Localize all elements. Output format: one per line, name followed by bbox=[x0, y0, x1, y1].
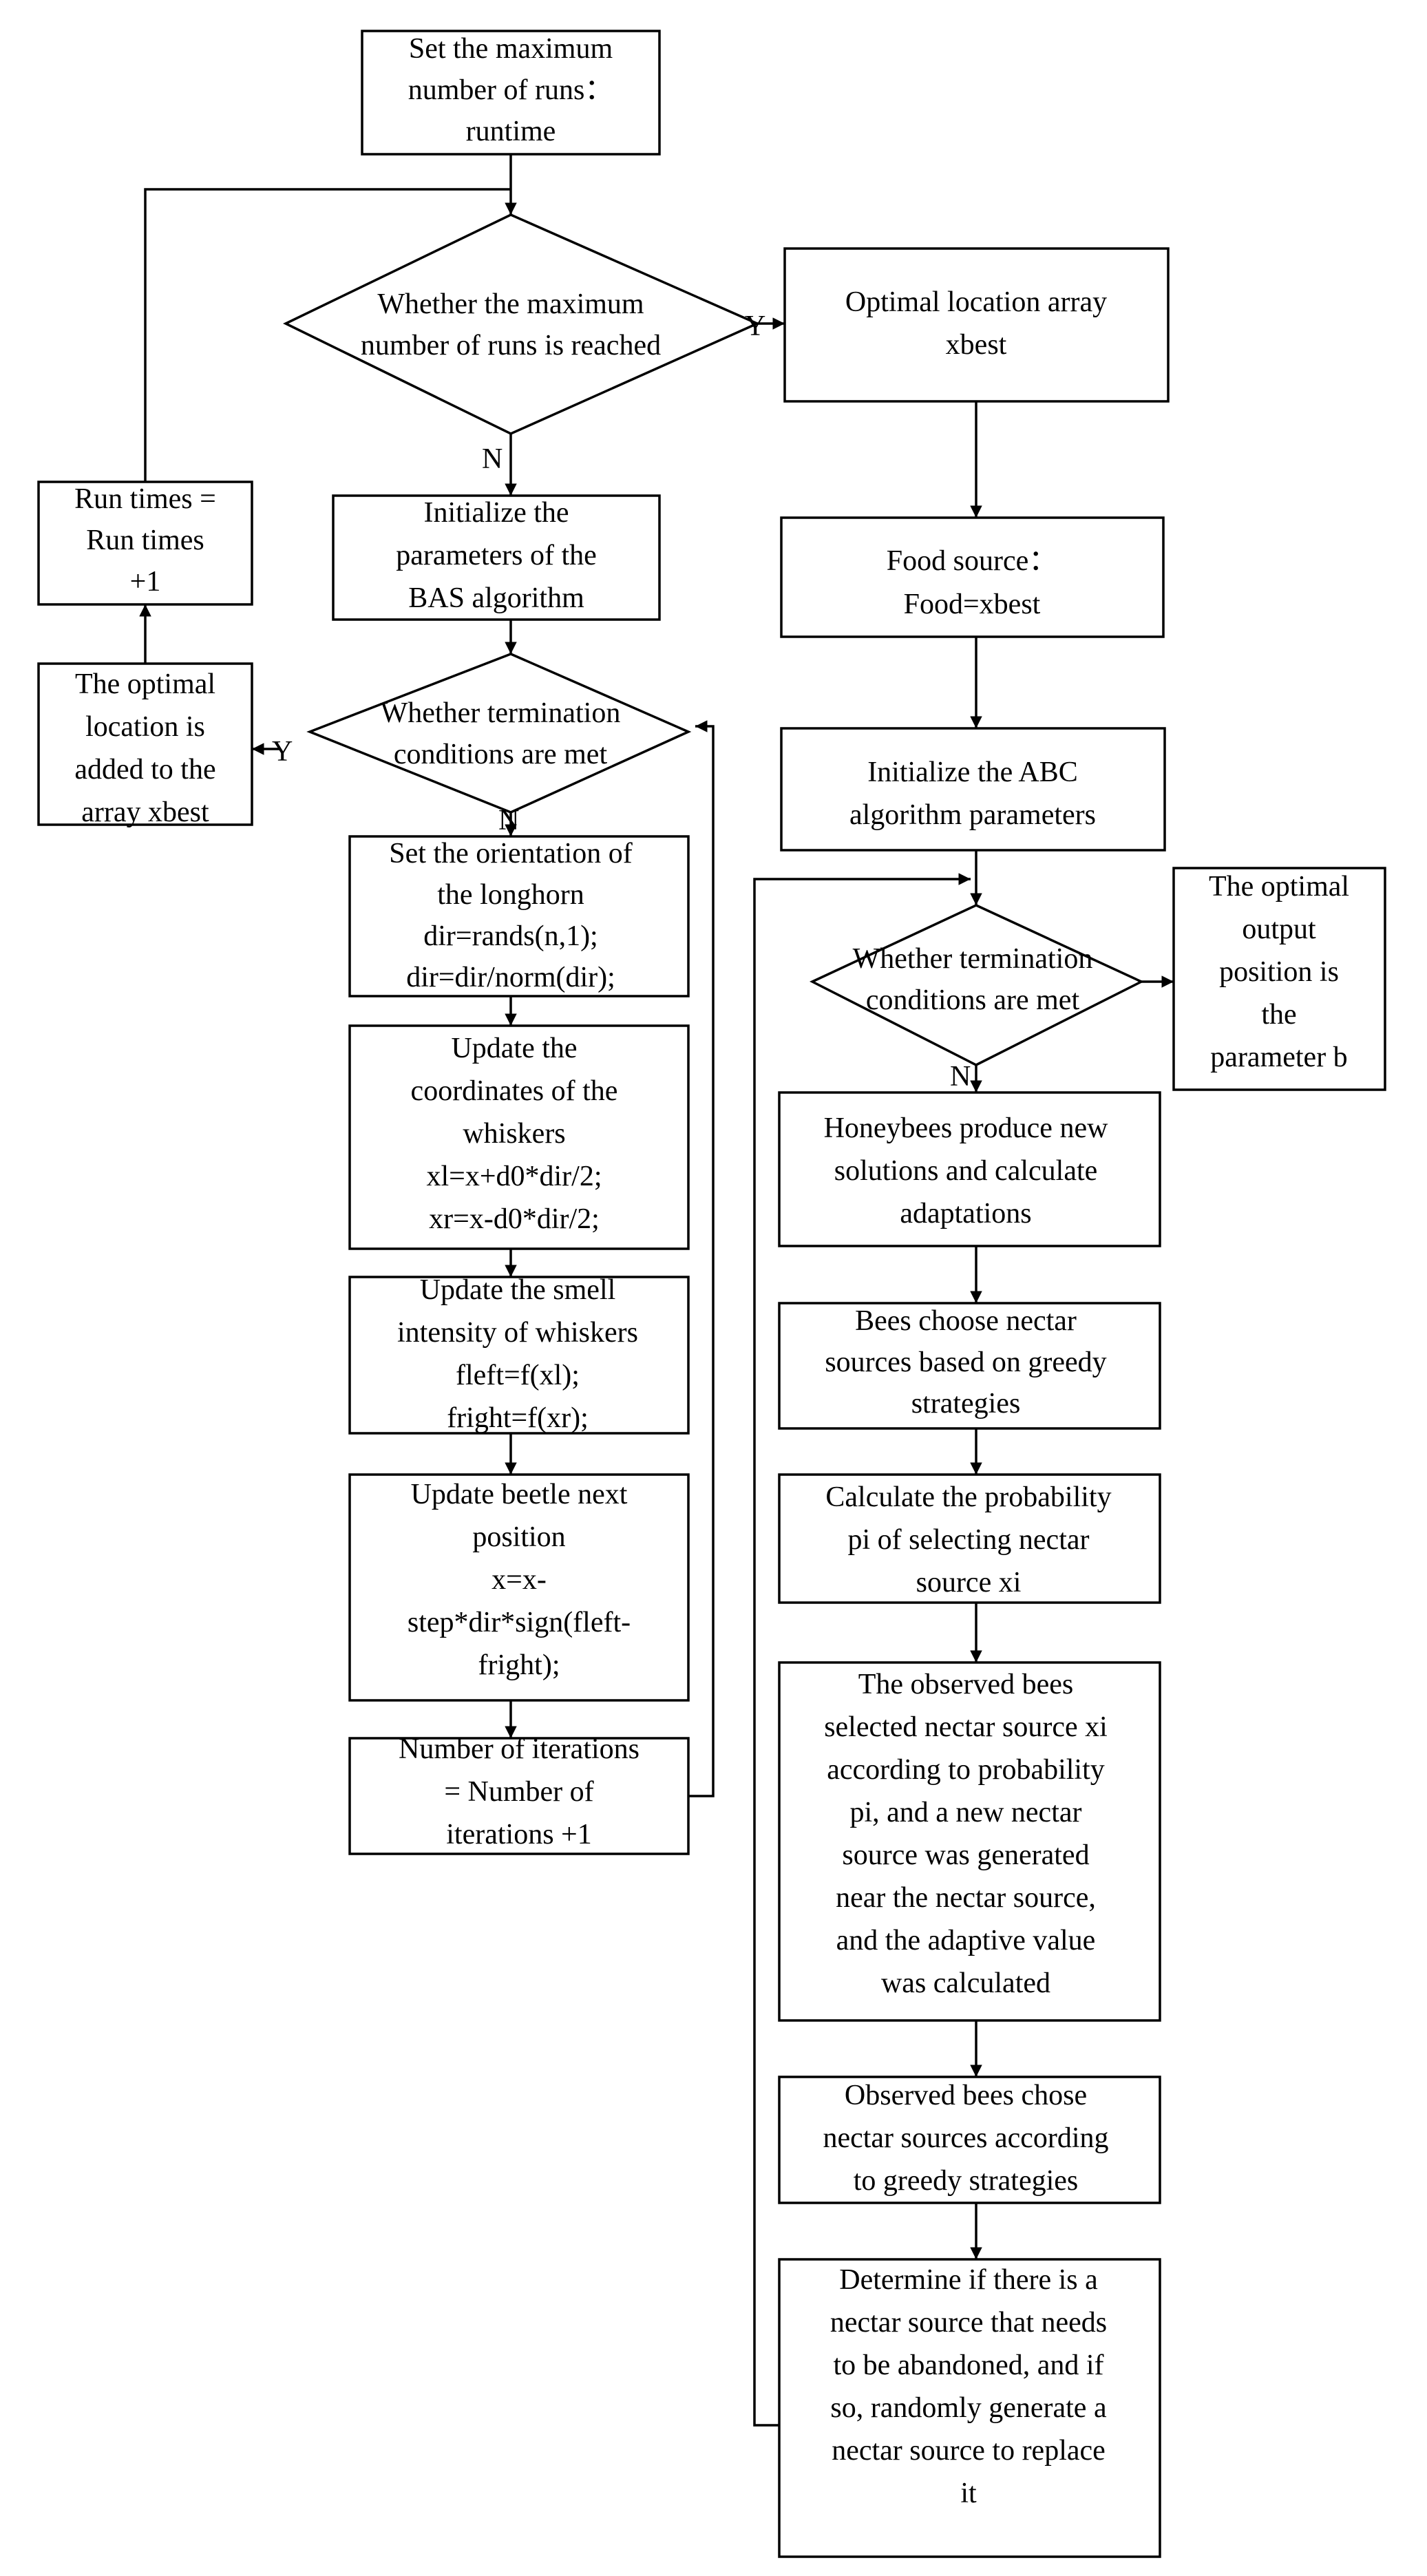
node-run-times bbox=[37, 481, 253, 606]
shapes bbox=[37, 30, 1386, 2558]
node-observed-selected bbox=[778, 1661, 1161, 2022]
node-update-coords bbox=[348, 1024, 690, 1250]
node-observed-chose bbox=[778, 2076, 1161, 2204]
label-no-bas: N bbox=[498, 805, 519, 836]
node-check-term-abc bbox=[810, 904, 1145, 1066]
edge-iterations-loop bbox=[688, 720, 715, 1797]
node-init-bas bbox=[332, 494, 661, 621]
node-update-smell bbox=[348, 1276, 690, 1435]
edge-abc-loop bbox=[753, 873, 971, 2427]
node-set-orientation bbox=[348, 835, 690, 997]
node-honeybees-new bbox=[778, 1091, 1161, 1247]
node-set-max-runs bbox=[361, 30, 661, 156]
node-iterations bbox=[348, 1737, 690, 1855]
label-yes-runs: Y bbox=[745, 310, 765, 342]
branch-labels: Y N Y N N bbox=[272, 310, 971, 1092]
node-check-term-bas bbox=[306, 653, 692, 814]
connectors bbox=[139, 154, 1174, 2427]
node-food-source bbox=[780, 516, 1165, 638]
node-determine-abandon bbox=[778, 2258, 1161, 2558]
text-run-times: Run times =Run times+1 bbox=[74, 483, 216, 598]
node-calc-probability bbox=[778, 1473, 1161, 1604]
edge-run-times-loop bbox=[144, 188, 511, 482]
node-init-abc bbox=[780, 727, 1166, 852]
label-no-runs: N bbox=[482, 443, 503, 475]
label-no-abc: N bbox=[950, 1061, 971, 1092]
text-food-source: Food source：Food=xbest bbox=[887, 545, 1057, 620]
node-check-max-runs bbox=[282, 213, 761, 435]
node-optimal-location-array bbox=[783, 247, 1170, 403]
label-yes-bas: Y bbox=[272, 736, 293, 768]
node-optimal-output bbox=[1172, 867, 1386, 1091]
node-update-position bbox=[348, 1473, 690, 1702]
node-bees-choose bbox=[778, 1302, 1161, 1430]
node-optimal-added bbox=[37, 662, 253, 826]
